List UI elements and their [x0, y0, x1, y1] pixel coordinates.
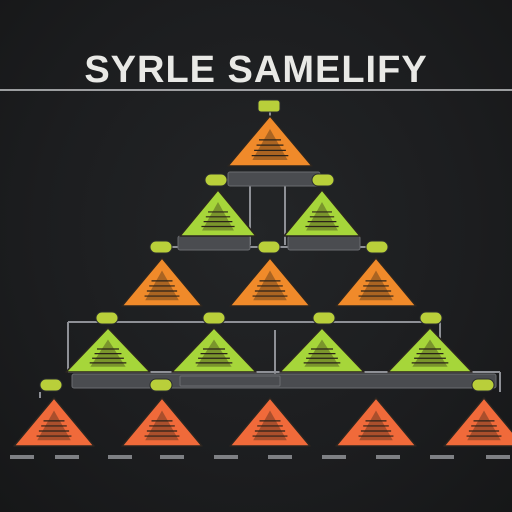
panel-level-2-left	[177, 235, 251, 251]
triangle-node-level-2-mid	[229, 257, 311, 307]
pill-node-level-4-b	[149, 378, 173, 392]
panel-level-1	[227, 171, 321, 187]
bottom-label-mark	[214, 455, 238, 459]
triangle-node-level-2-left	[121, 257, 203, 307]
pill-node-level-3-d	[419, 311, 443, 325]
pill-node-top	[257, 99, 281, 113]
triangle-node-level-1-right	[283, 189, 361, 237]
pill-node-level-4-a	[39, 378, 63, 392]
pill-node-level-2-mid	[257, 240, 281, 254]
pill-node-level-4-c	[471, 378, 495, 392]
pill-nodes	[39, 99, 495, 392]
pill-node-level-3-c	[312, 311, 336, 325]
triangle-node-level-3-b	[171, 327, 257, 373]
triangle-node-root	[227, 115, 313, 167]
bottom-label-mark	[486, 455, 510, 459]
panel-level-4	[71, 373, 497, 389]
triangle-node-level-4-c	[229, 397, 311, 447]
pill-node-level-3-a	[95, 311, 119, 325]
triangle-node-level-2-right	[335, 257, 417, 307]
panel-level-2-right	[287, 235, 361, 251]
triangle-node-level-4-e	[443, 397, 512, 447]
triangle-node-level-4-b	[121, 397, 203, 447]
triangle-node-level-1-left	[179, 189, 257, 237]
bottom-label-mark	[160, 455, 184, 459]
triangle-node-level-3-d	[387, 327, 473, 373]
pill-node-level-3-b	[202, 311, 226, 325]
panel-level-4-inner	[179, 375, 281, 387]
bottom-label-row	[10, 455, 510, 459]
bottom-label-mark	[322, 455, 346, 459]
diagram-title: SYRLE SAMELIFY	[84, 49, 428, 91]
pill-node-level-2-left	[149, 240, 173, 254]
bottom-label-mark	[430, 455, 454, 459]
triangle-node-level-3-a	[65, 327, 151, 373]
bottom-label-mark	[268, 455, 292, 459]
bottom-label-mark	[10, 455, 34, 459]
triangle-node-level-4-d	[335, 397, 417, 447]
triangle-node-level-4-a	[13, 397, 95, 447]
pill-node-level-2-right	[365, 240, 389, 254]
pill-node-level-1-left	[204, 173, 228, 187]
triangle-node-level-3-c	[279, 327, 365, 373]
bottom-label-mark	[55, 455, 79, 459]
triangle-inner-glyph	[252, 129, 288, 160]
triangle-nodes	[13, 115, 512, 447]
panels	[71, 171, 497, 389]
bottom-label-mark	[376, 455, 400, 459]
pill-node-level-1-right	[311, 173, 335, 187]
bottom-label-mark	[108, 455, 132, 459]
